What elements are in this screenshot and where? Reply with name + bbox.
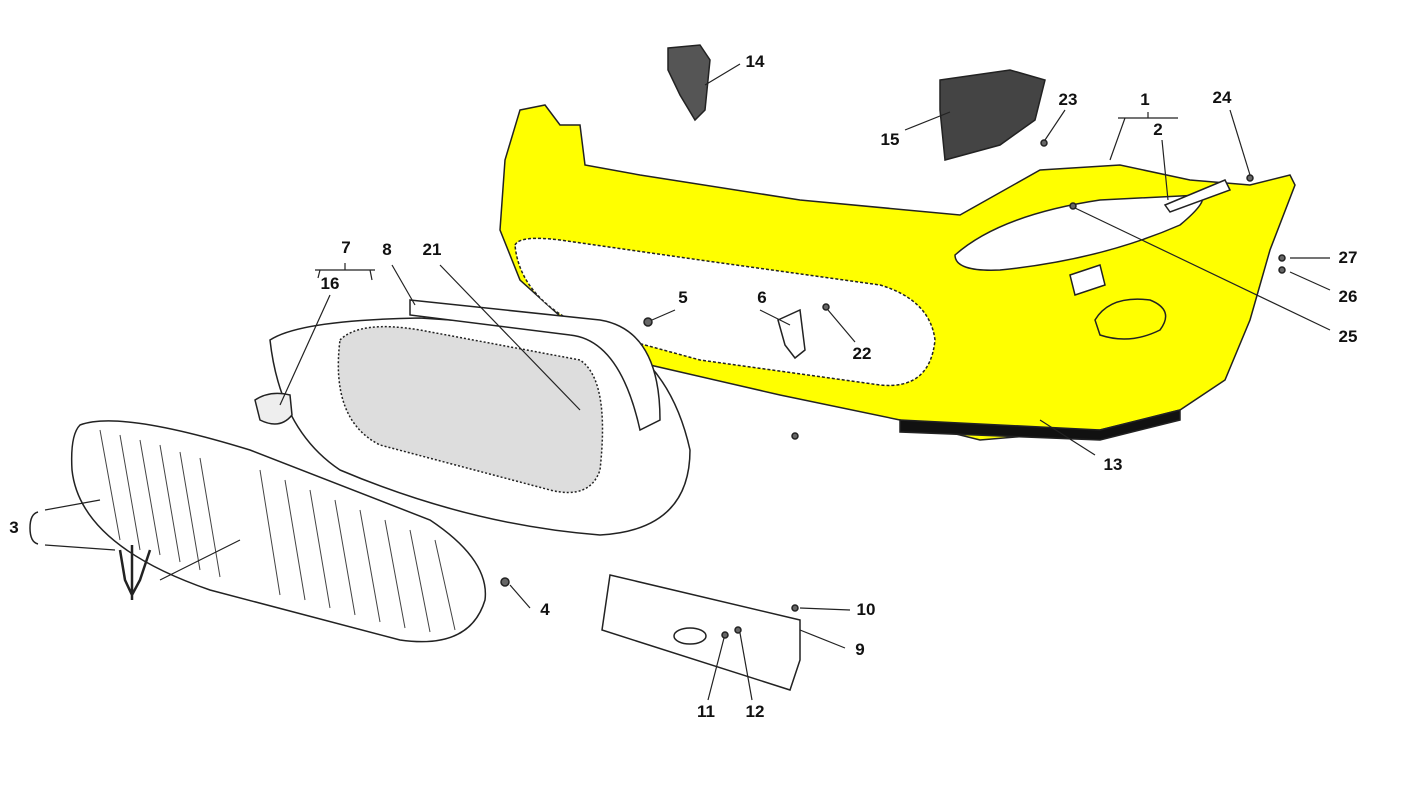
- trident-emblem: [118, 545, 152, 600]
- label-27: 27: [1338, 248, 1358, 267]
- fastener-27: [1278, 254, 1286, 262]
- fastener-24: [1246, 174, 1254, 182]
- fastener-10: [791, 604, 799, 612]
- bracket-3: [29, 511, 39, 545]
- leader-lines: [44, 63, 1331, 701]
- fog-lamp-recess: [1094, 298, 1167, 340]
- label-5: 5: [678, 288, 688, 307]
- cover-16: [254, 392, 293, 425]
- fastener-26: [1278, 266, 1286, 274]
- label-1: 1: [1140, 90, 1150, 109]
- label-16: 16: [320, 274, 340, 293]
- bracket-14: [667, 44, 711, 122]
- fastener-11: [721, 631, 729, 639]
- grille-surround-21: [409, 299, 661, 432]
- label-12: 12: [745, 702, 765, 721]
- fastener-bottom: [791, 432, 799, 440]
- fastener-25: [1069, 202, 1077, 210]
- label-25: 25: [1338, 327, 1358, 346]
- tow-hook-cover: [1069, 264, 1106, 296]
- label-14: 14: [745, 52, 765, 71]
- fastener-5: [643, 317, 653, 327]
- label-9: 9: [855, 640, 865, 659]
- label-4: 4: [540, 600, 550, 619]
- label-21: 21: [422, 240, 442, 259]
- label-8: 8: [382, 240, 392, 259]
- label-23: 23: [1058, 90, 1078, 109]
- label-3: 3: [9, 518, 19, 537]
- label-13: 13: [1103, 455, 1123, 474]
- label-7: 7: [341, 238, 351, 257]
- plate-hole: [673, 627, 707, 645]
- grille-slats: [99, 429, 456, 633]
- air-duct-15: [939, 69, 1046, 161]
- bumper-lower-spoiler: [899, 409, 1181, 441]
- front-grille-3: [70, 420, 487, 643]
- grille-mesh-8: [337, 325, 604, 494]
- bumper-side-intake: [954, 194, 1204, 271]
- label-2: 2: [1153, 120, 1163, 139]
- fastener-12: [734, 626, 742, 634]
- fastener-23: [1040, 139, 1048, 147]
- fastener-22: [822, 303, 830, 311]
- label-26: 26: [1338, 287, 1358, 306]
- fastener-4: [500, 577, 510, 587]
- label-11: 11: [697, 702, 715, 721]
- label-6: 6: [757, 288, 767, 307]
- label-24: 24: [1212, 88, 1232, 107]
- label-22: 22: [852, 344, 872, 363]
- bracket-2: [1163, 179, 1232, 213]
- label-10: 10: [856, 600, 876, 619]
- label-15: 15: [880, 130, 900, 149]
- bumper-grille-opening: [514, 237, 936, 387]
